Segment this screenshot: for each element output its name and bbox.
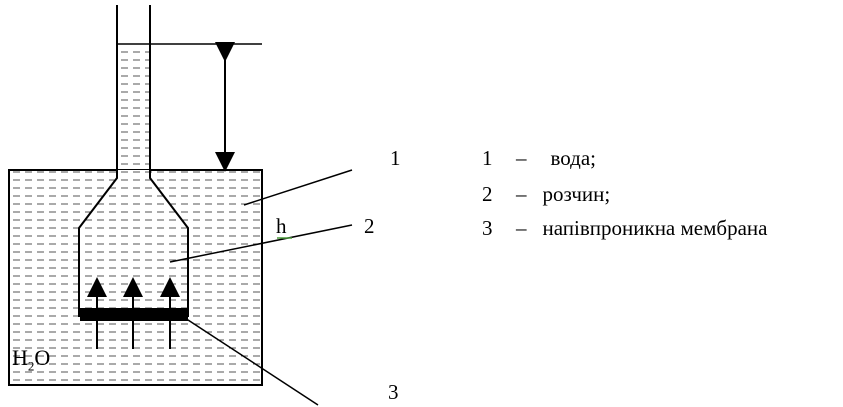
capillary-solution xyxy=(117,44,150,174)
legend-dash: – xyxy=(516,182,527,206)
legend-item-membrane: 3 – напівпроникна мембрана xyxy=(482,216,767,241)
legend-num: 2 xyxy=(482,182,493,206)
formula-o: O xyxy=(34,345,51,370)
water-formula-label: H2O xyxy=(12,345,51,374)
formula-h: H xyxy=(12,345,28,370)
leader-line-2 xyxy=(169,224,353,263)
legend-dash: – xyxy=(516,216,527,240)
legend-text: вода; xyxy=(550,146,597,170)
legend-item-solution: 2 – розчин; xyxy=(482,182,610,207)
formula-subscript: 2 xyxy=(27,358,35,374)
callout-1: 1 xyxy=(390,146,401,170)
callout-3: 3 xyxy=(388,380,399,404)
legend-item-water: 1 – вода; xyxy=(482,146,596,171)
leader-line-1 xyxy=(243,169,353,206)
legend-num: 1 xyxy=(482,146,493,170)
leader-line-3 xyxy=(184,317,319,406)
legend-num: 3 xyxy=(482,216,493,240)
legend-dash: – xyxy=(516,146,527,170)
callout-2: 2 xyxy=(364,214,375,238)
legend-text: напівпроникна мембрана xyxy=(542,216,768,240)
height-label: h xyxy=(276,214,287,238)
legend-text: розчин; xyxy=(542,182,611,206)
